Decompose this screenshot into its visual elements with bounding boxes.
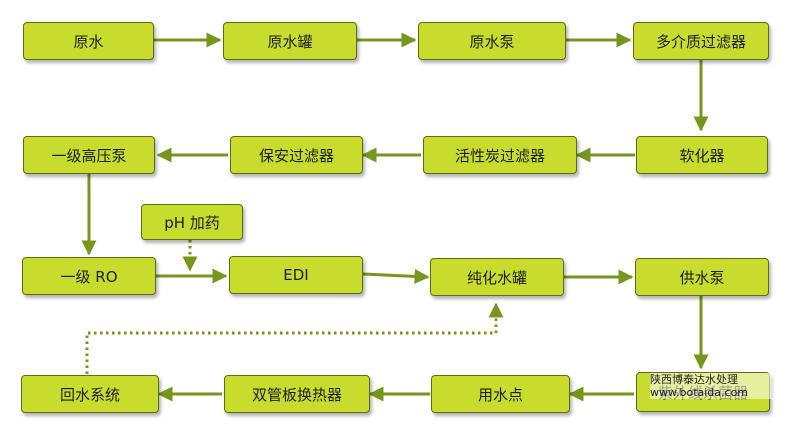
watermark: 陕西博泰达水处理 www.botaida.com [650, 373, 772, 399]
node-supply-pump: 供水泵 [635, 258, 769, 296]
node-primary-ro: 一级 RO [22, 257, 156, 295]
watermark-line2: www.botaida.com [650, 386, 749, 399]
node-ph-dosing: pH 加药 [141, 204, 243, 240]
node-return-system: 回水系统 [21, 375, 159, 413]
arrow-edi-to-pure-tank [362, 268, 430, 284]
node-use-point: 用水点 [431, 375, 570, 413]
node-raw-water-tank: 原水罐 [223, 22, 357, 60]
node-primary-hp-pump: 一级高压泵 [23, 136, 155, 174]
node-multimedia-filter: 多介质过滤器 [633, 22, 769, 60]
watermark-line1: 陕西博泰达水处理 [650, 373, 738, 386]
node-raw-water: 原水 [23, 22, 154, 60]
node-softener: 软化器 [636, 136, 768, 174]
node-security-filter: 保安过滤器 [230, 136, 363, 174]
node-plate-heat-exchanger: 双管板换热器 [224, 375, 370, 413]
node-activated-carbon-filter: 活性炭过滤器 [423, 136, 577, 174]
arrow-return-loop-dotted [85, 302, 504, 374]
node-pure-water-tank: 纯化水罐 [430, 258, 564, 296]
node-raw-water-pump: 原水泵 [418, 22, 566, 60]
node-edi: EDI [229, 256, 363, 294]
